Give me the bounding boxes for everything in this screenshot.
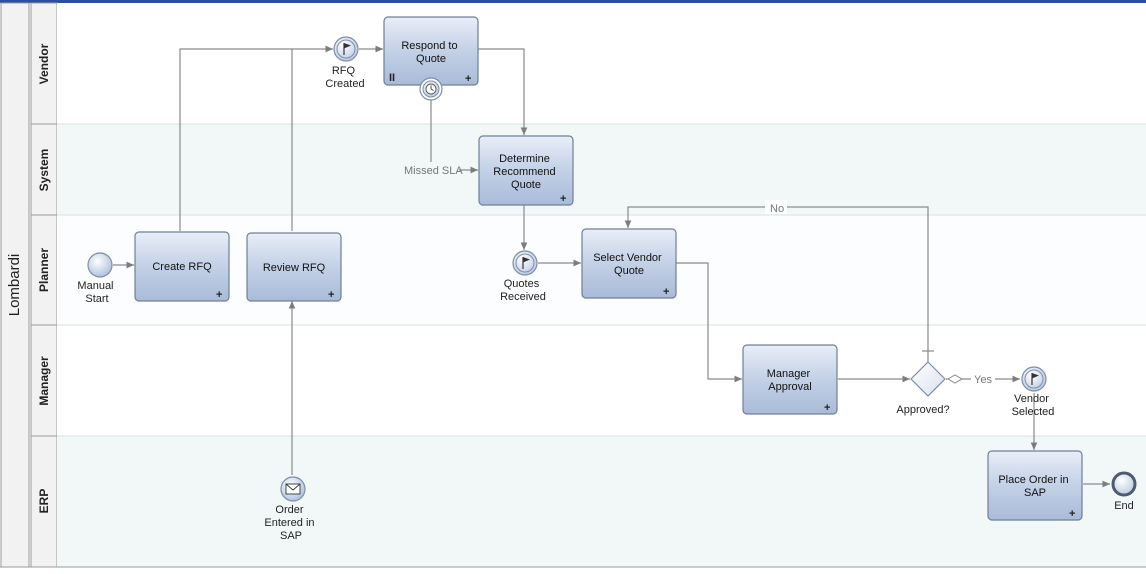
lane-label-planner: Planner — [37, 248, 51, 292]
task-manager-approval[interactable]: Manager Approval + — [742, 344, 838, 415]
task-label: Create RFQ — [152, 261, 212, 273]
flow-create-rfq-to-rfq-created — [179, 45, 333, 231]
lane-label-vendor: Vendor — [37, 43, 51, 84]
event-end[interactable]: End — [1111, 471, 1137, 512]
expand-marker-icon: + — [824, 402, 830, 414]
expand-marker-icon: + — [1069, 508, 1075, 520]
gateway-approved[interactable]: Approved? — [896, 361, 950, 416]
expand-marker-icon: + — [216, 289, 222, 301]
expand-marker-icon: + — [328, 289, 334, 301]
event-label: End — [1114, 500, 1134, 512]
event-label: RFQ Created — [325, 65, 364, 90]
task-select-vendor-quote[interactable]: Select Vendor Quote + — [581, 228, 677, 299]
event-order-entered-in-sap[interactable]: Order Entered in SAP — [264, 476, 317, 542]
task-review-rfq[interactable]: Review RFQ + — [246, 232, 342, 302]
event-manual-start[interactable]: Manual Start — [77, 252, 116, 305]
end-event-icon — [1111, 471, 1137, 497]
start-event-icon — [87, 252, 113, 278]
pool-header: Lombardi — [0, 2, 30, 568]
task-label: Manager Approval — [767, 368, 813, 393]
gateway-label: Approved? — [896, 404, 949, 416]
task-respond-to-quote[interactable]: Respond to Quote II + — [383, 16, 479, 86]
task-label: Place Order in SAP — [998, 474, 1071, 499]
event-missed-sla-timer[interactable] — [419, 77, 443, 101]
lane-manager: Manager — [30, 324, 1146, 437]
top-border — [0, 0, 1146, 3]
pool-label: Lombardi — [6, 254, 23, 317]
event-quotes-received[interactable]: Quotes Received — [500, 250, 546, 303]
lane-label-system: System — [37, 149, 51, 192]
task-label: Select Vendor Quote — [593, 252, 665, 277]
task-determine-recommend-quote[interactable]: Determine Recommend Quote + — [478, 135, 574, 206]
event-label: Order Entered in SAP — [264, 504, 317, 542]
flag-icon — [1031, 373, 1039, 385]
tasks: Respond to Quote II + Determine Recommen… — [134, 16, 1083, 521]
envelope-icon — [285, 483, 301, 495]
task-place-order-in-sap[interactable]: Place Order in SAP + — [987, 450, 1083, 521]
expand-marker-icon: + — [560, 193, 566, 205]
lane-erp: ERP — [30, 435, 1146, 568]
clock-icon — [425, 83, 437, 95]
flow-select-to-manager-approval — [676, 262, 742, 383]
lane-label-erp: ERP — [37, 489, 51, 514]
task-label: Review RFQ — [263, 262, 326, 274]
event-label: Quotes Received — [500, 278, 546, 303]
expand-marker-icon: + — [663, 286, 669, 298]
expand-marker-icon: + — [465, 73, 471, 85]
events: Manual Start RFQ Created — [77, 36, 1137, 542]
lane-system: System — [30, 123, 1146, 216]
event-label: Manual Start — [77, 280, 116, 305]
lane-vendor: Vendor — [30, 2, 1146, 125]
event-label: Vendor Selected — [1012, 393, 1055, 418]
task-create-rfq[interactable]: Create RFQ + — [134, 231, 230, 302]
flow-respond-to-determine — [478, 48, 528, 135]
event-vendor-selected[interactable]: Vendor Selected — [1012, 366, 1055, 418]
lane-label-manager: Manager — [37, 356, 51, 406]
task-label: Respond to Quote — [401, 40, 460, 65]
missed-sla-label: Missed SLA — [404, 165, 463, 177]
pause-marker-icon: II — [389, 72, 395, 84]
yes-label: Yes — [974, 374, 992, 386]
no-label: No — [770, 203, 784, 215]
flag-icon — [343, 43, 351, 55]
task-label: Determine Recommend Quote — [493, 153, 558, 191]
flag-icon — [522, 257, 530, 269]
flow-yes-conditional-marker — [946, 374, 964, 384]
event-rfq-created[interactable]: RFQ Created — [325, 36, 365, 90]
gateway-diamond-icon — [910, 361, 946, 397]
